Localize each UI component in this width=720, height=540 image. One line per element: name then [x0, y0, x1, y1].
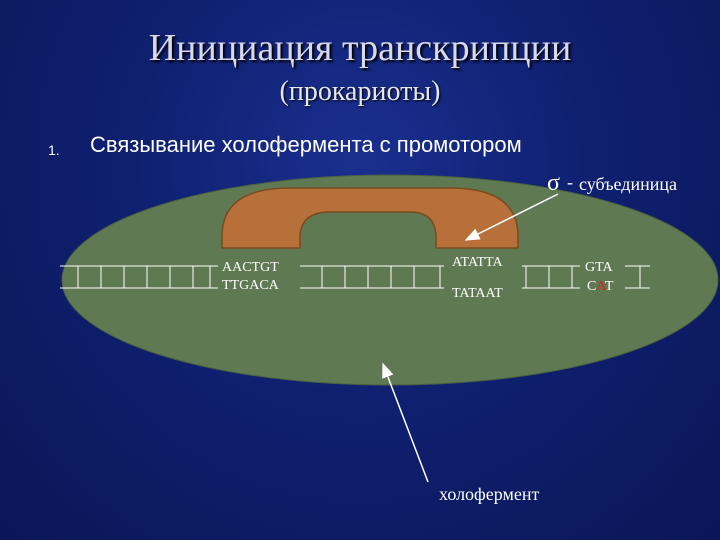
bullet-text: Связывание холофермента с промотором — [90, 132, 522, 157]
seq-start-bottom-t: T — [605, 279, 614, 294]
sigma-label: субъединица — [579, 174, 677, 194]
holoenzyme-arrow — [382, 362, 429, 483]
sigma-arrow — [464, 193, 559, 241]
bullet-number: 1. — [48, 142, 60, 158]
seq-start-bottom: CAT — [587, 279, 614, 294]
dna-strands — [60, 265, 650, 289]
sigma-symbol: σ — [547, 170, 560, 196]
seq-start-bottom-c: C — [587, 279, 596, 294]
slide-title: Инициация транскрипции — [148, 27, 572, 69]
sigma-dash: - — [567, 172, 573, 192]
slide-subtitle: (прокариоты) — [279, 76, 441, 107]
seq-minus10-bottom: TATAAT — [452, 286, 503, 301]
seq-start-top: GTA — [585, 260, 614, 275]
seq-minus35-top: AACTGT — [222, 260, 279, 275]
seq-start-bottom-a: A — [596, 279, 607, 294]
seq-minus35-bottom: TTGACA — [222, 278, 280, 293]
seq-minus10-top: ATATTA — [452, 255, 504, 270]
base-pair-rungs — [77, 266, 641, 288]
holoenzyme-label: холофермент — [439, 484, 539, 504]
sigma-subunit-arch — [221, 187, 519, 249]
